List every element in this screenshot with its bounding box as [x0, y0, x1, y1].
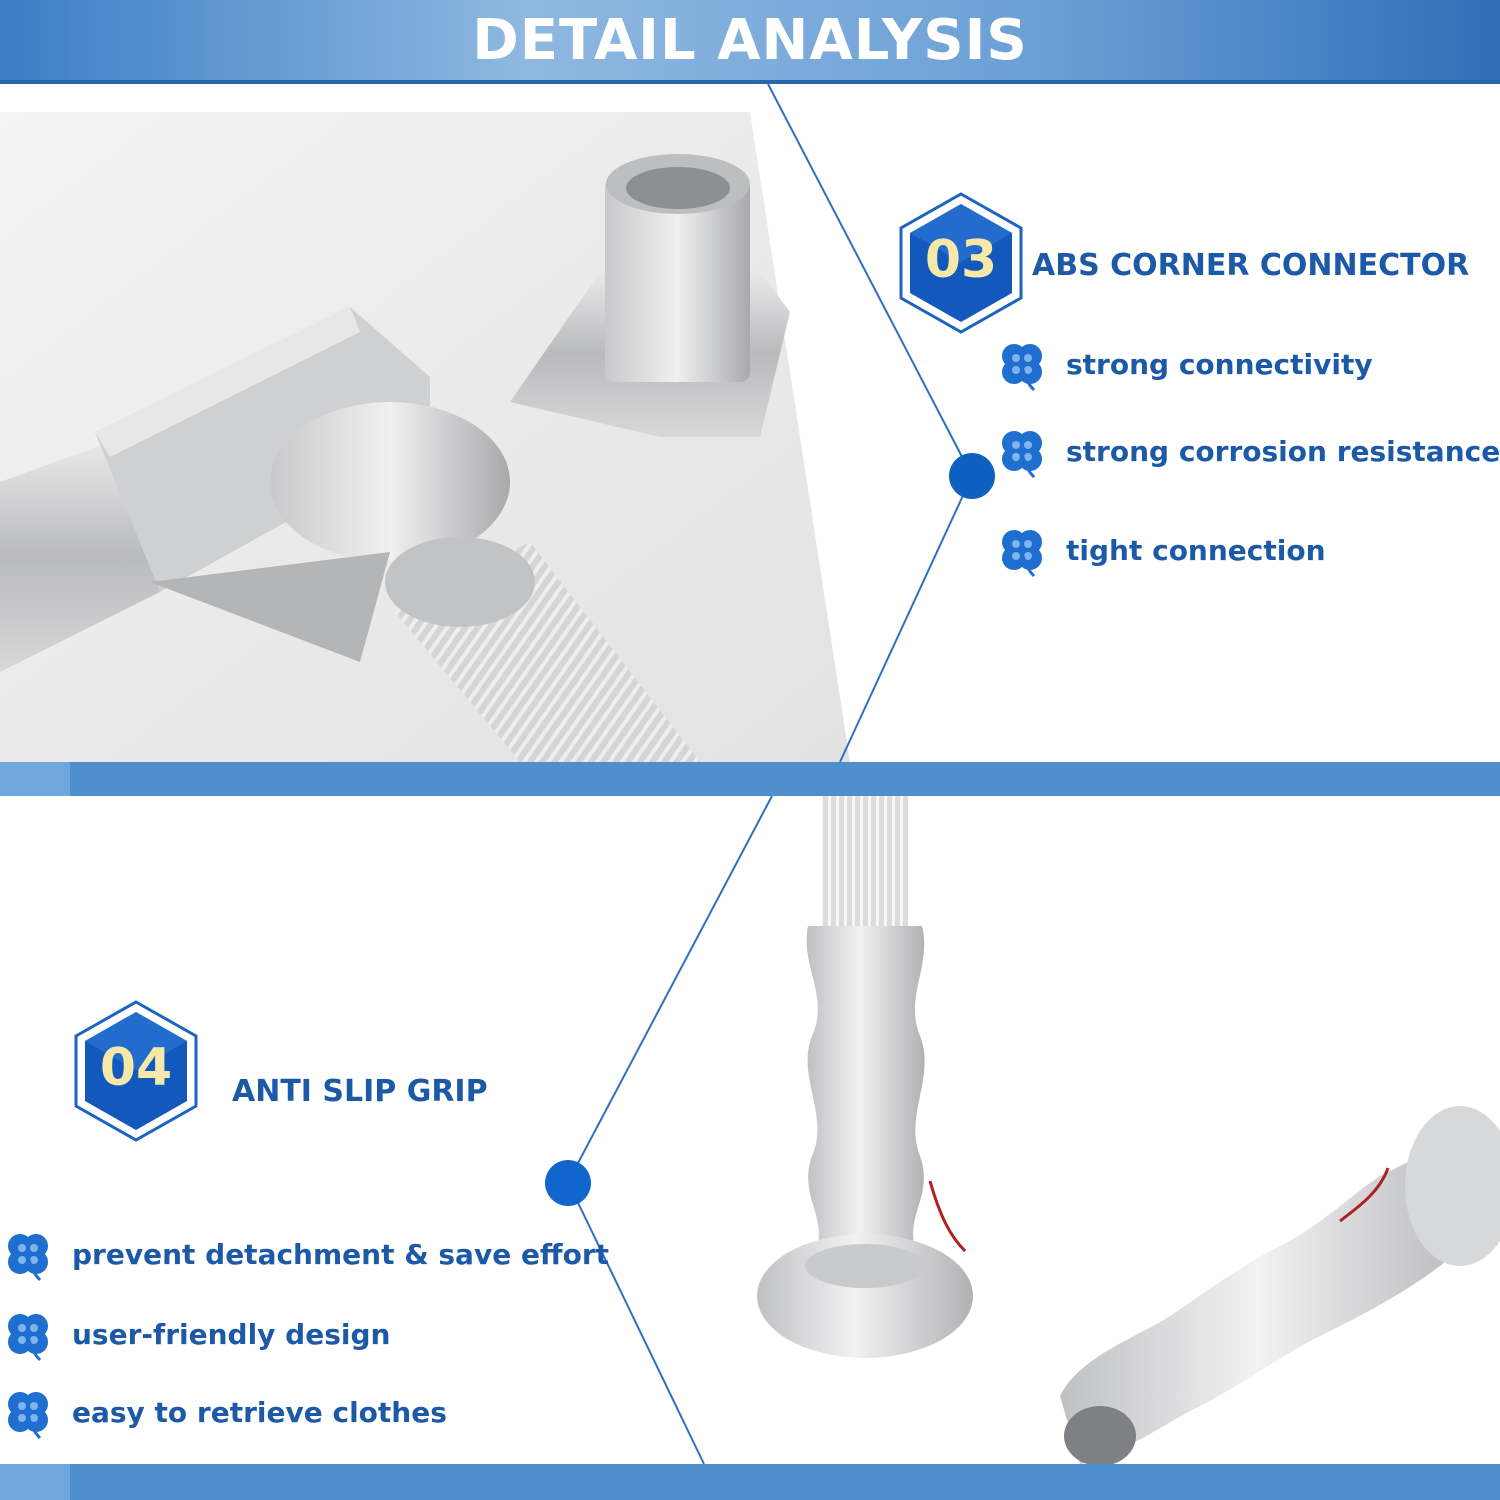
bottom-left-block: [0, 1464, 70, 1500]
clover-icon: [1002, 431, 1042, 479]
section-04-number: 04: [99, 1038, 173, 1098]
feature-04-3-text: easy to retrieve clothes: [72, 1395, 447, 1429]
divider-band: [70, 762, 1500, 796]
section-03-title: ABS CORNER CONNECTOR: [1032, 248, 1470, 283]
guide-dot-04: [545, 1160, 591, 1206]
clover-icon: [1002, 530, 1042, 578]
hexagon-badge-icon: [899, 192, 1023, 334]
anti-slip-grip-photo: [700, 796, 1500, 1464]
feature-03-3-text: tight connection: [1066, 533, 1326, 567]
divider-left-block: [0, 762, 70, 796]
section-04-badge: 04: [73, 1000, 199, 1142]
feature-03-1: strong connectivity: [994, 336, 1373, 392]
header-underline: [0, 80, 1500, 84]
hexagon-badge-icon: [74, 1000, 198, 1142]
feature-03-2-text: strong corrosion resistance: [1066, 434, 1500, 468]
header-bar: [0, 0, 1500, 80]
feature-04-3: easy to retrieve clothes: [0, 1384, 447, 1440]
clover-icon: [8, 1314, 48, 1362]
clover-icon: [1002, 344, 1042, 392]
corner-connector-photo: [0, 112, 850, 762]
feature-04-1-text: prevent detachment & save effort: [72, 1237, 610, 1271]
feature-04-2: user-friendly design: [0, 1306, 390, 1362]
guide-dot-03: [949, 453, 995, 499]
feature-03-1-text: strong connectivity: [1066, 347, 1373, 381]
section-03-number: 03: [924, 230, 998, 290]
feature-04-2-text: user-friendly design: [72, 1317, 391, 1351]
section-03-badge: 03: [898, 192, 1024, 334]
feature-04-1: prevent detachment & save effort: [0, 1226, 609, 1282]
section-04-title: ANTI SLIP GRIP: [232, 1074, 488, 1109]
clover-icon: [8, 1234, 48, 1282]
page-title: DETAIL ANALYSIS: [472, 8, 1028, 73]
feature-03-3: tight connection: [994, 522, 1326, 578]
feature-03-2: strong corrosion resistance: [994, 423, 1500, 479]
bottom-band: [70, 1464, 1500, 1500]
clover-icon: [8, 1392, 48, 1440]
